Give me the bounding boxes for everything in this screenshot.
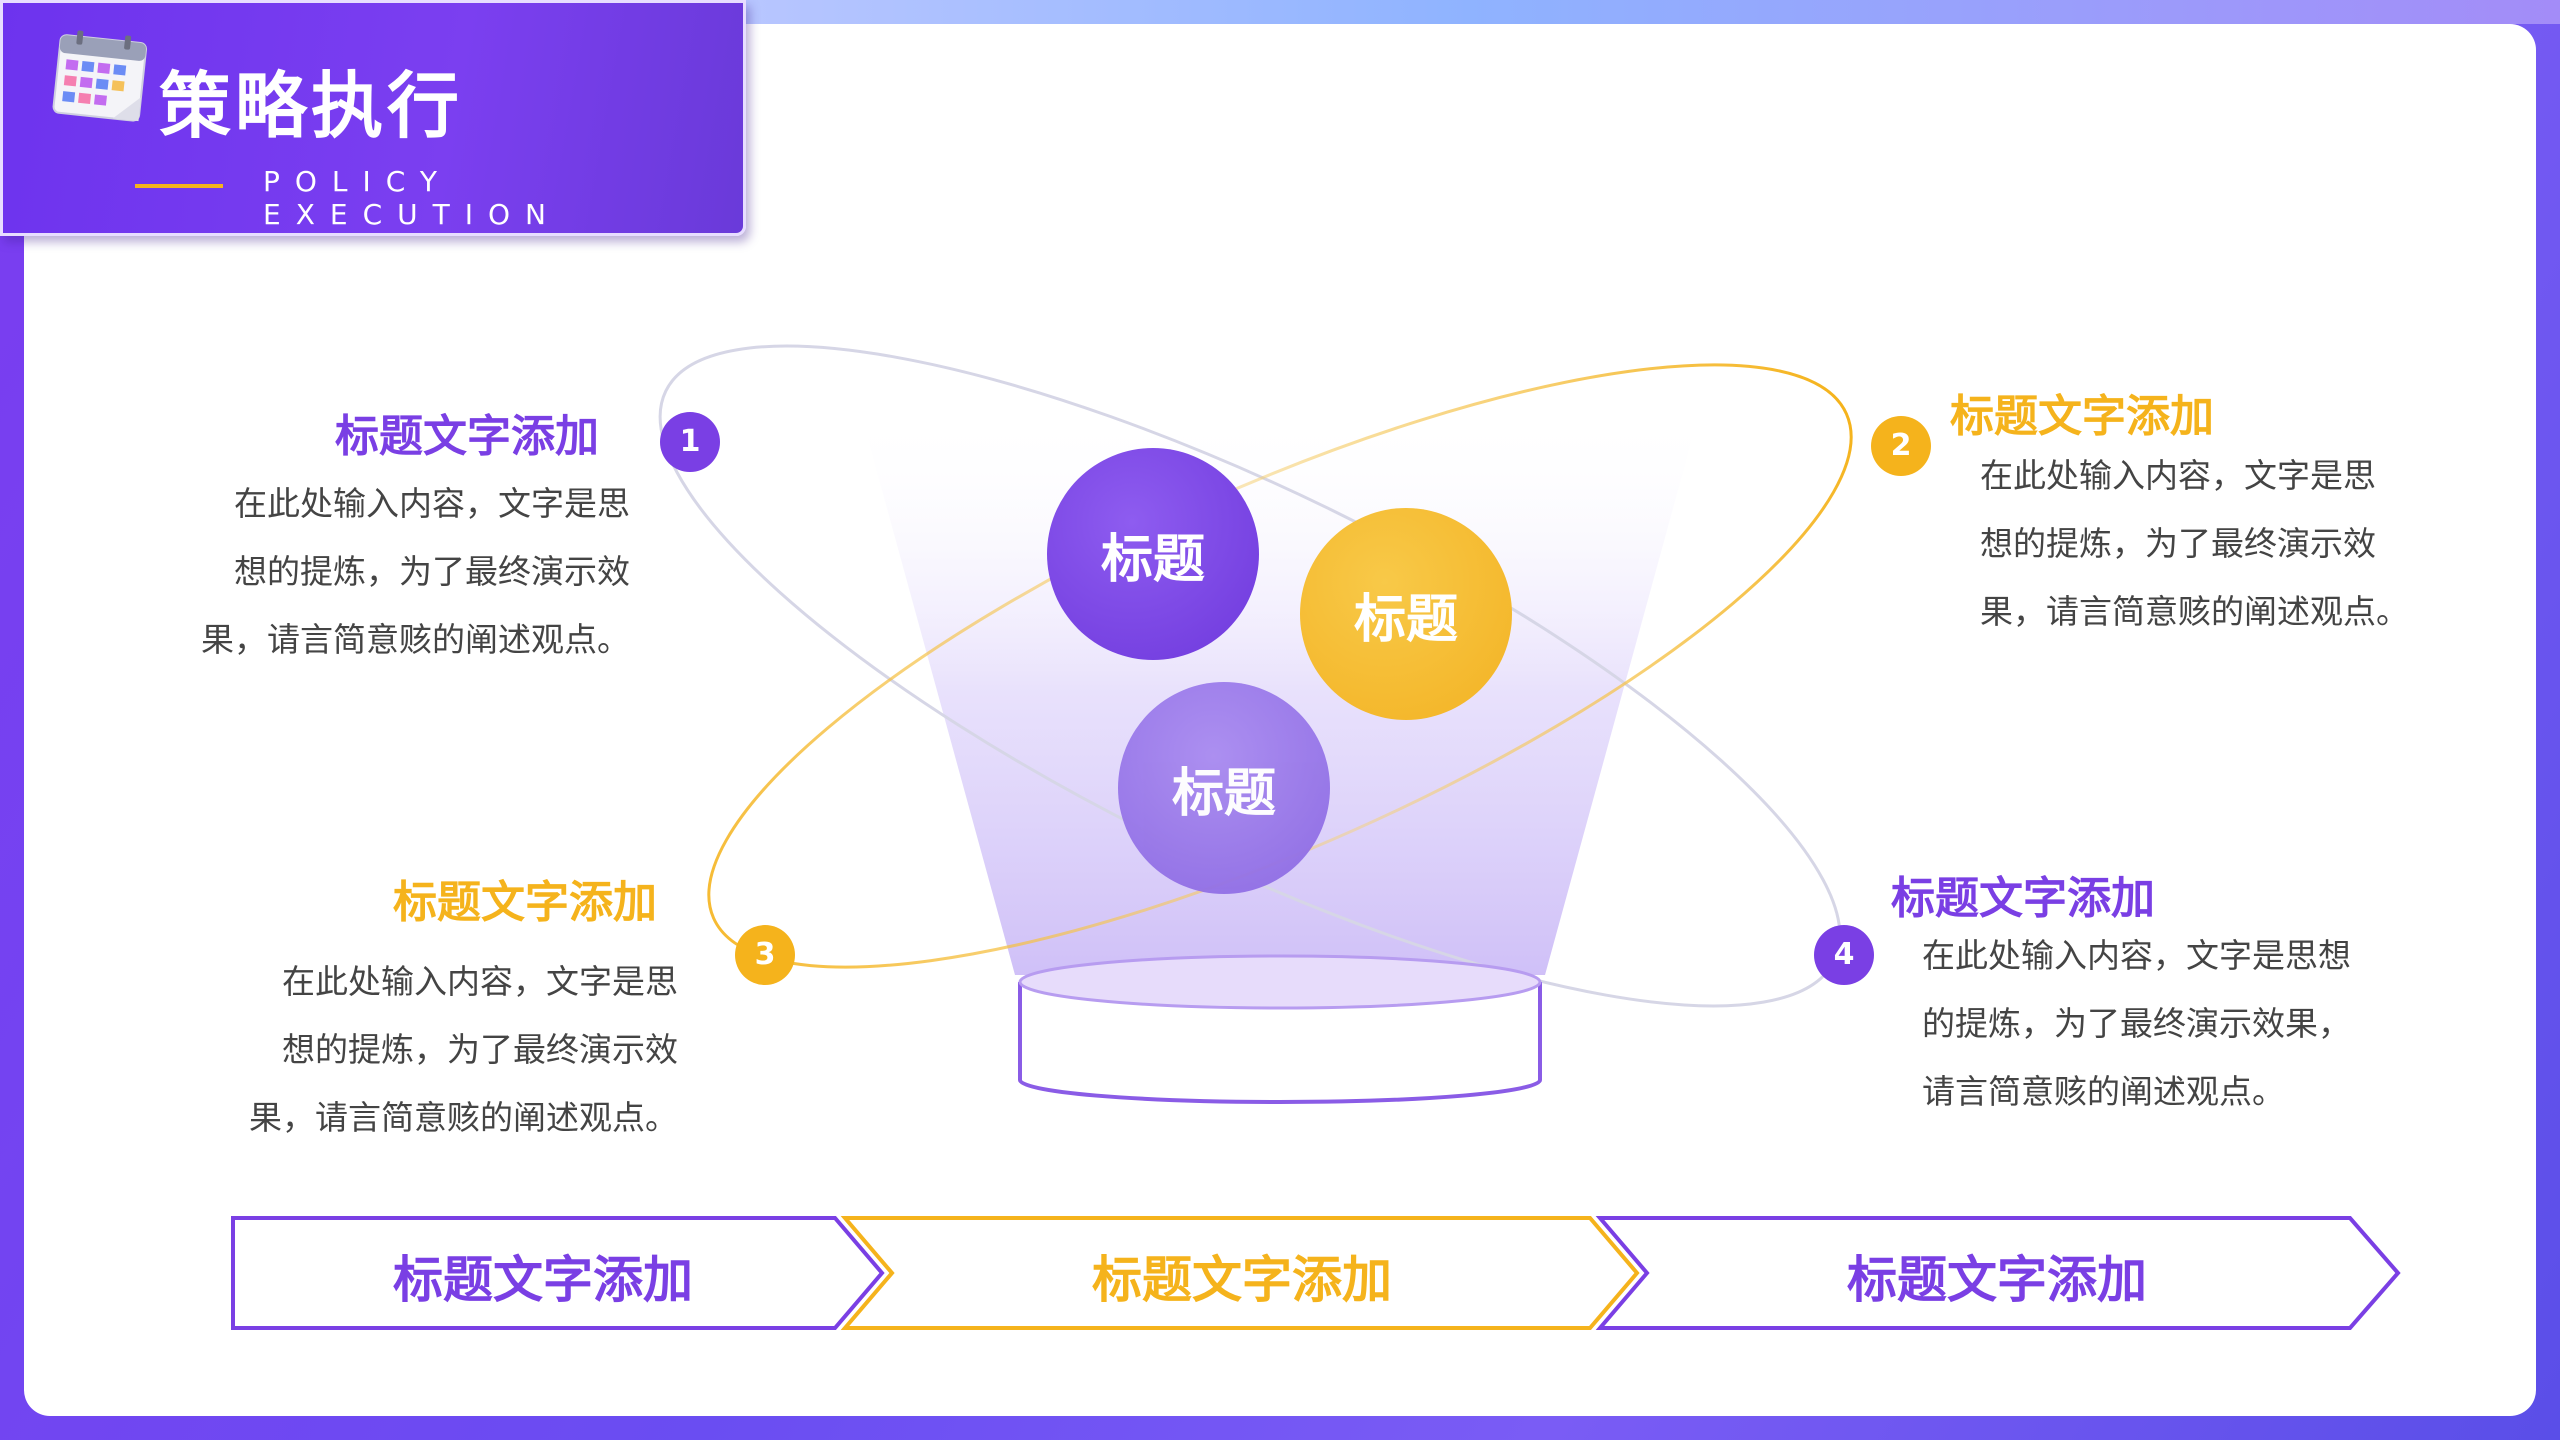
- item-3-line-3: 果，请言简意赅的阐述观点。: [249, 1098, 678, 1137]
- bubble-lavender: 标题: [1118, 682, 1330, 894]
- item-1-title: 标题文字添加: [335, 411, 599, 462]
- subtitle-accent-line: [135, 184, 223, 188]
- top-gradient-strip: [740, 0, 2560, 24]
- pedestal: [1018, 982, 1542, 1104]
- item-1-line-1: 在此处输入内容，文字是思: [234, 484, 630, 523]
- item-4-body: 在此处输入内容，文字是思想 的提炼，为了最终演示效果， 请言简意赅的阐述观点。: [1922, 922, 2422, 1126]
- item-2-title: 标题文字添加: [1950, 391, 2214, 442]
- item-4-title: 标题文字添加: [1891, 873, 2155, 924]
- arrow-label-1: 标题文字添加: [393, 1251, 693, 1309]
- item-3-line-1: 在此处输入内容，文字是思: [282, 962, 678, 1001]
- calendar-icon: [52, 30, 148, 122]
- arrow-shape-1: [231, 1216, 885, 1330]
- bubble-purple: 标题: [1047, 448, 1259, 660]
- item-4-line-1: 在此处输入内容，文字是思想: [1922, 936, 2351, 975]
- item-2-line-1: 在此处输入内容，文字是思: [1980, 456, 2376, 495]
- arrow-shape-2: [840, 1216, 1640, 1330]
- arrow-label-3: 标题文字添加: [1847, 1251, 2147, 1309]
- item-4-line-2: 的提炼，为了最终演示效果，: [1922, 1004, 2351, 1043]
- item-3-body: 在此处输入内容，文字是思 想的提炼，为了最终演示效 果，请言简意赅的阐述观点。: [200, 948, 678, 1152]
- item-1-line-2: 想的提炼，为了最终演示效: [234, 552, 630, 591]
- item-3-title: 标题文字添加: [393, 877, 657, 928]
- page-subtitle: POLICY EXECUTION: [263, 165, 561, 231]
- item-1-body: 在此处输入内容，文字是思 想的提炼，为了最终演示效 果，请言简意赅的阐述观点。: [160, 470, 630, 674]
- page-title: 策略执行: [159, 64, 464, 148]
- title-box: 策略执行 POLICY EXECUTION: [0, 0, 746, 236]
- arrow-label-2: 标题文字添加: [1092, 1251, 1392, 1309]
- item-2-line-2: 想的提炼，为了最终演示效: [1980, 524, 2376, 563]
- item-3-line-2: 想的提炼，为了最终演示效: [282, 1030, 678, 1069]
- item-2-line-3: 果，请言简意赅的阐述观点。: [1980, 592, 2409, 631]
- item-2-body: 在此处输入内容，文字是思 想的提炼，为了最终演示效 果，请言简意赅的阐述观点。: [1980, 442, 2460, 646]
- marker-3: 3: [735, 925, 795, 985]
- marker-2: 2: [1871, 416, 1931, 476]
- marker-1: 1: [660, 412, 720, 472]
- marker-4: 4: [1814, 925, 1874, 985]
- bubble-yellow: 标题: [1300, 508, 1512, 720]
- item-1-line-3: 果，请言简意赅的阐述观点。: [201, 620, 630, 659]
- pedestal-top: [1018, 954, 1542, 1010]
- light-beam: [860, 410, 1700, 975]
- item-4-line-3: 请言简意赅的阐述观点。: [1922, 1072, 2285, 1111]
- arrow-shape-3: [1595, 1216, 2401, 1330]
